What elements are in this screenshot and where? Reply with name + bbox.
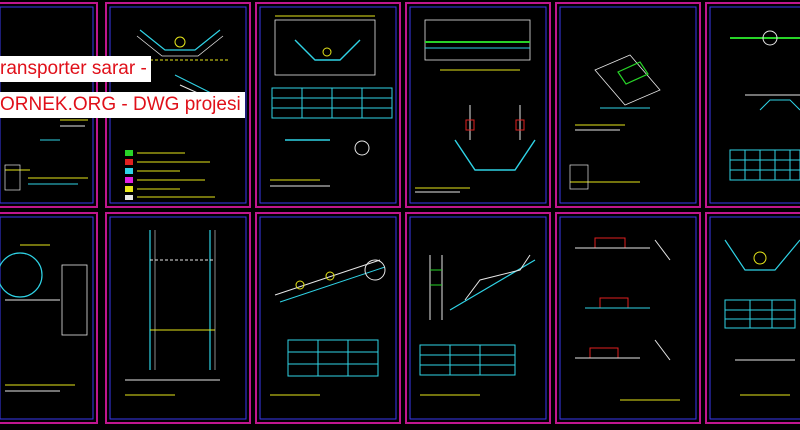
sheet-r1c3[interactable] [255,2,401,208]
sheet-r1c5[interactable] [555,2,701,208]
sheet-r2c2[interactable] [105,212,251,424]
title-banner-text-2: ORNEK.ORG - DWG projesi [0,94,241,115]
sheet-r2c3[interactable] [255,212,401,424]
title-banner-text-1: ransporter sarar - [0,58,147,79]
sheet-r1c4[interactable] [405,2,551,208]
sheet-r2c5[interactable] [555,212,701,424]
title-banner-line-1: ransporter sarar - [0,56,151,82]
sheet-r1c6[interactable] [705,2,800,208]
sheet-r2c6[interactable] [705,212,800,424]
sheet-r2c1[interactable] [0,212,98,424]
sheet-r2c4[interactable] [405,212,551,424]
title-banner-line-2: ORNEK.ORG - DWG projesi [0,92,245,118]
